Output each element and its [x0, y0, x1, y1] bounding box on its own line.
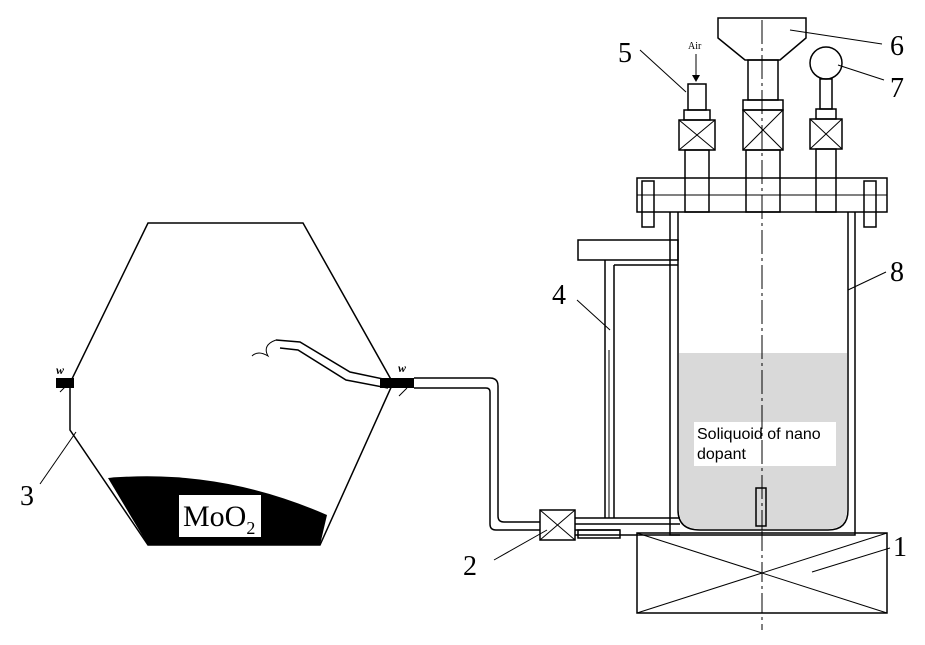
- valve-2-fitting: [577, 529, 621, 539]
- air-label: Air: [688, 41, 702, 52]
- gauge-neck: [819, 78, 833, 110]
- transfer-pipe: [414, 377, 540, 531]
- level-tube-top-bracket: [577, 239, 679, 261]
- leader-1: [811, 547, 891, 573]
- chamber-left-valve: [56, 378, 74, 388]
- vessel-bottom-outlet: [755, 487, 767, 527]
- level-tube: [577, 239, 679, 518]
- nozzle-spray: [251, 339, 277, 358]
- nozzle-tube-lower: [279, 347, 389, 389]
- moo2-label-box: [179, 495, 261, 537]
- callout-numbers: 1 2 3 4 5 6 7 8: [20, 31, 907, 582]
- liquid-label-box: [694, 422, 836, 466]
- callout-8: 8: [890, 257, 904, 288]
- callout-4: 4: [552, 280, 566, 311]
- flange-bolt-right: [863, 180, 877, 228]
- air-inlet-valve: Air: [678, 41, 716, 213]
- vessel-wall-outer: [669, 212, 856, 536]
- leader-5: [639, 49, 687, 93]
- liquid-label-line2: dopant: [697, 446, 746, 463]
- air-inlet-cap: [687, 83, 707, 111]
- leader-8: [847, 271, 887, 291]
- callout-2: 2: [463, 551, 477, 582]
- callout-7: 7: [890, 73, 904, 104]
- leader-6: [789, 29, 883, 45]
- valve-2-outlet-lines: [575, 517, 680, 536]
- vessel-wall-inner: [677, 212, 849, 531]
- gauge-valve-cross-b: [809, 118, 843, 150]
- leader-lines: [39, 29, 891, 573]
- funnel-hopper: [717, 17, 807, 61]
- chamber-right-valve-arrow: [398, 387, 408, 397]
- funnel-neck: [747, 59, 779, 101]
- moo2-label: MoO2: [183, 500, 255, 538]
- chamber-left-valve-marker: w: [56, 363, 65, 377]
- air-arrow-head: [692, 75, 700, 82]
- leader-7: [837, 64, 885, 81]
- nozzle-tube-upper: [275, 339, 389, 381]
- valve-2: [539, 509, 680, 541]
- pipe-inner: [414, 387, 540, 531]
- gauge-dial: [809, 46, 843, 80]
- chamber-left-valve-arrow: [59, 383, 69, 393]
- valve-2-cross-b: [539, 509, 576, 541]
- air-valve-cross-b: [678, 119, 716, 151]
- air-valve-stem: [684, 149, 710, 213]
- gauge-collar: [815, 108, 837, 120]
- callout-1: 1: [893, 532, 907, 563]
- pressure-gauge: [809, 46, 843, 213]
- callout-5: 5: [618, 38, 632, 69]
- flange-bolt-left: [641, 180, 655, 228]
- callout-3: 3: [20, 481, 34, 512]
- funnel-valve-cross-b: [742, 109, 784, 151]
- gauge-stem: [815, 148, 837, 213]
- funnel-collar: [742, 99, 784, 111]
- callout-6: 6: [890, 31, 904, 62]
- leader-4: [576, 299, 611, 331]
- chamber-right-valve-marker: w: [398, 361, 407, 375]
- leader-2: [493, 529, 548, 561]
- pipe-outer: [414, 377, 540, 523]
- funnel: [717, 17, 807, 213]
- hexagonal-chamber: MoO2 w w: [56, 222, 414, 546]
- chamber-right-valve: [380, 378, 414, 388]
- liquid-label-line1: Soliquoid of nano: [697, 426, 821, 443]
- base-stand: [636, 500, 888, 630]
- funnel-stem: [745, 149, 781, 213]
- leader-3: [39, 431, 77, 485]
- air-inlet-collar: [683, 109, 711, 121]
- valve-2-body: [539, 509, 576, 541]
- main-vessel: Soliquoid of nano dopant: [636, 20, 888, 536]
